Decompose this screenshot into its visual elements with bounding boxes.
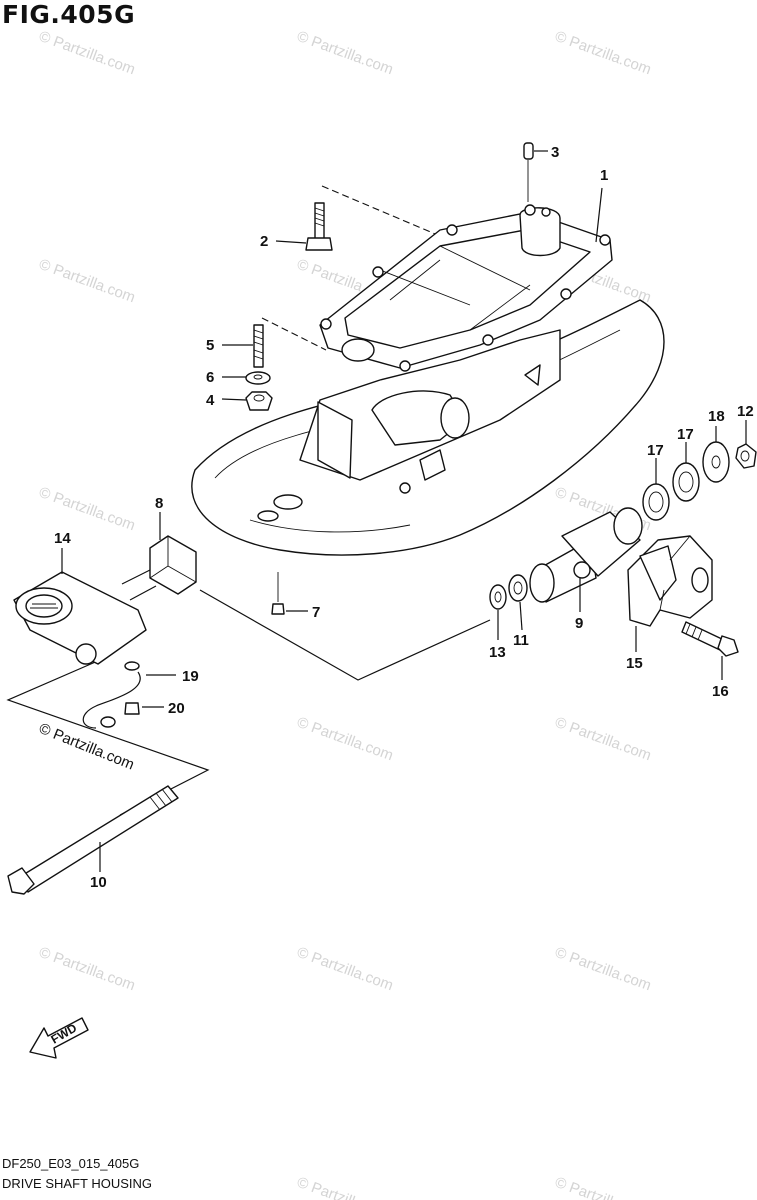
washer-17-b xyxy=(672,442,700,502)
bolt-16 xyxy=(681,621,739,680)
washer-17-a xyxy=(642,458,670,521)
callout-18: 18 xyxy=(708,408,725,425)
washer-13 xyxy=(489,584,507,640)
callout-17-b: 17 xyxy=(677,426,694,443)
fwd-arrow-icon: FWD xyxy=(29,1017,89,1059)
long-bolt-10 xyxy=(7,785,179,895)
nut-4 xyxy=(221,391,273,411)
watermark: © Partzilla.com xyxy=(37,28,138,79)
rubber-mount-9 xyxy=(529,507,643,612)
callout-9: 9 xyxy=(575,615,583,632)
watermark: © Partzilla.com xyxy=(553,714,654,765)
screw-7 xyxy=(271,572,308,615)
washer-6 xyxy=(222,371,271,385)
ground-wire-19 xyxy=(82,661,176,729)
callout-4: 4 xyxy=(206,392,215,409)
watermark: © Partzilla.com xyxy=(295,28,396,79)
watermark: © Partzilla.com xyxy=(37,944,138,995)
watermark: © Partzilla.com xyxy=(295,1174,396,1200)
callout-19: 19 xyxy=(182,668,199,685)
callout-5: 5 xyxy=(206,337,214,354)
figure-title: FIG.405G xyxy=(2,0,136,29)
callout-2: 2 xyxy=(260,233,268,250)
callouts: 1 2 3 4 5 6 7 8 9 10 11 12 13 14 15 16 1… xyxy=(54,144,754,891)
callout-8: 8 xyxy=(155,495,163,512)
drive-shaft-housing xyxy=(191,204,665,556)
callout-3: 3 xyxy=(551,144,559,161)
watermark: © Partzilla.com xyxy=(37,484,138,535)
watermark: © Partzilla.com xyxy=(553,1174,654,1200)
watermark: © Partzilla.com xyxy=(553,28,654,79)
bracket-14 xyxy=(13,548,147,665)
callout-13: 13 xyxy=(489,644,506,661)
nut-12 xyxy=(735,420,757,469)
callout-15: 15 xyxy=(626,655,643,672)
washer-11 xyxy=(508,574,528,631)
callout-17-a: 17 xyxy=(647,442,664,459)
callout-7: 7 xyxy=(312,604,320,621)
figure-code: DF250_E03_015_405G xyxy=(2,1156,140,1171)
figure-caption: DRIVE SHAFT HOUSING xyxy=(2,1176,153,1191)
callout-20: 20 xyxy=(168,700,185,717)
callout-6: 6 xyxy=(206,369,214,386)
callout-12: 12 xyxy=(737,403,754,420)
watermark: © Partzilla.com xyxy=(37,256,138,307)
callout-16: 16 xyxy=(712,683,729,700)
mount-bracket-15 xyxy=(627,535,713,652)
bolt-2 xyxy=(275,202,333,251)
callout-14: 14 xyxy=(54,530,71,547)
callout-1: 1 xyxy=(600,167,608,184)
rectifier-8 xyxy=(121,512,197,601)
callout-11: 11 xyxy=(513,632,529,649)
washer-18 xyxy=(702,426,730,483)
watermark: © Partzilla.com xyxy=(295,714,396,765)
callout-10: 10 xyxy=(90,874,107,891)
screw-20 xyxy=(124,702,164,715)
dowel-pin xyxy=(523,142,548,202)
watermark: © Partzilla.com xyxy=(295,944,396,995)
stud-5 xyxy=(222,324,264,368)
watermark: © Partzilla.com xyxy=(553,944,654,995)
